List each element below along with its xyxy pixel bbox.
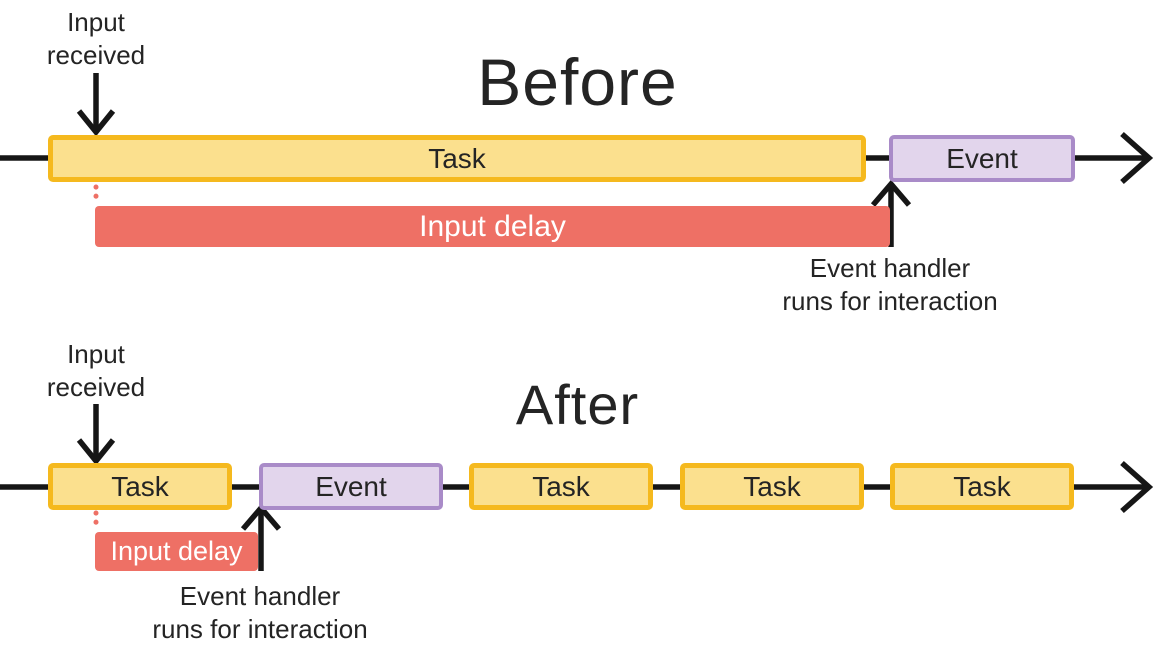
after-title: After [515,373,640,436]
after-task-box-3: Task [680,463,864,510]
after-task-box-2: Task [469,463,653,510]
after-input-delay-bar: Input delay [95,532,258,571]
label-line: Input [67,339,125,369]
after-input-received-label: Input received [16,338,176,404]
before-input-received-label: Input received [16,6,176,72]
label-line: Event handler [809,253,971,283]
after-event-handler-label: Event handler runs for interaction [105,580,415,646]
task-label: Task [743,470,801,502]
task-label: Task [532,470,590,502]
task-label: Task [953,470,1011,502]
task-label: Task [111,470,169,502]
after-task-box-4: Task [890,463,1074,510]
event-label: Event [946,142,1018,174]
after-event-box: Event [259,463,443,510]
before-event-handler-label: Event handler runs for interaction [740,252,1040,318]
label-line: Input [67,7,125,37]
before-input-delay-bar: Input delay [95,206,890,247]
after-task-box-1: Task [48,463,232,510]
label-line: received [46,40,146,70]
label-line: runs for interaction [782,286,998,316]
label-line: received [46,372,146,402]
input-delay-label: Input delay [110,536,243,566]
before-task-bar: Task [48,135,866,182]
input-delay-label: Input delay [419,209,566,243]
label-line: runs for interaction [152,614,368,644]
timeline-arrowhead-icon [1120,131,1154,185]
before-event-box: Event [889,135,1075,182]
event-label: Event [315,470,387,502]
before-title: Before [477,45,678,119]
timeline-arrowhead-icon [1120,460,1154,514]
task-label: Task [428,142,486,174]
label-line: Event handler [179,581,341,611]
